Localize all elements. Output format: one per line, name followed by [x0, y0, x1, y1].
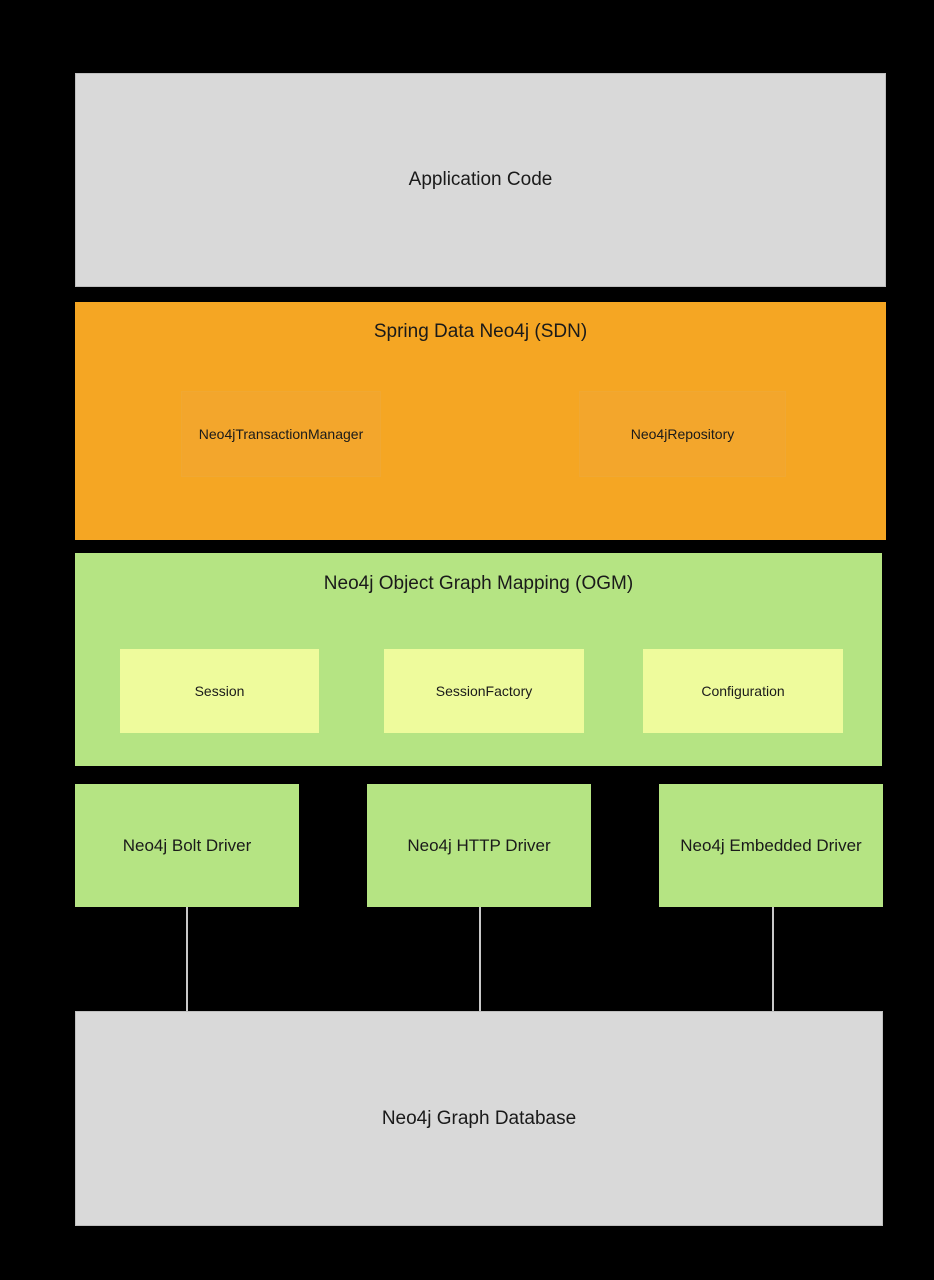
- layer-neo4j-ogm: Neo4j Object Graph Mapping (OGM) Session…: [75, 553, 882, 766]
- component-session-factory: SessionFactory: [384, 649, 584, 733]
- layer-application-code-label: Application Code: [408, 169, 553, 190]
- layer-neo4j-graph-database-label: Neo4j Graph Database: [381, 1107, 577, 1129]
- driver-neo4j-bolt: Neo4j Bolt Driver: [75, 784, 299, 907]
- component-session-label: Session: [194, 683, 245, 699]
- component-neo4j-repository-label: Neo4jRepository: [630, 426, 735, 442]
- component-session: Session: [120, 649, 319, 733]
- connector-bolt-to-database: [186, 907, 188, 1011]
- component-configuration-label: Configuration: [701, 683, 785, 699]
- driver-neo4j-bolt-label: Neo4j Bolt Driver: [122, 835, 252, 855]
- component-neo4j-repository: Neo4jRepository: [579, 391, 786, 477]
- connector-http-to-database: [479, 907, 481, 1011]
- component-configuration: Configuration: [643, 649, 843, 733]
- connector-embedded-to-database: [772, 907, 774, 1011]
- layer-application-code: Application Code: [75, 73, 886, 287]
- driver-neo4j-embedded-label: Neo4j Embedded Driver: [680, 835, 862, 855]
- component-neo4j-transaction-manager-label: Neo4jTransactionManager: [198, 426, 364, 442]
- layer-spring-data-neo4j-label: Spring Data Neo4j (SDN): [373, 321, 588, 342]
- layer-neo4j-ogm-label: Neo4j Object Graph Mapping (OGM): [323, 573, 634, 594]
- driver-neo4j-http-label: Neo4j HTTP Driver: [407, 835, 551, 855]
- component-neo4j-transaction-manager: Neo4jTransactionManager: [181, 391, 381, 477]
- layer-spring-data-neo4j: Spring Data Neo4j (SDN) Neo4jTransaction…: [75, 302, 886, 540]
- layer-neo4j-graph-database: Neo4j Graph Database: [75, 1011, 883, 1226]
- driver-neo4j-embedded: Neo4j Embedded Driver: [659, 784, 883, 907]
- driver-neo4j-http: Neo4j HTTP Driver: [367, 784, 591, 907]
- component-session-factory-label: SessionFactory: [435, 683, 533, 699]
